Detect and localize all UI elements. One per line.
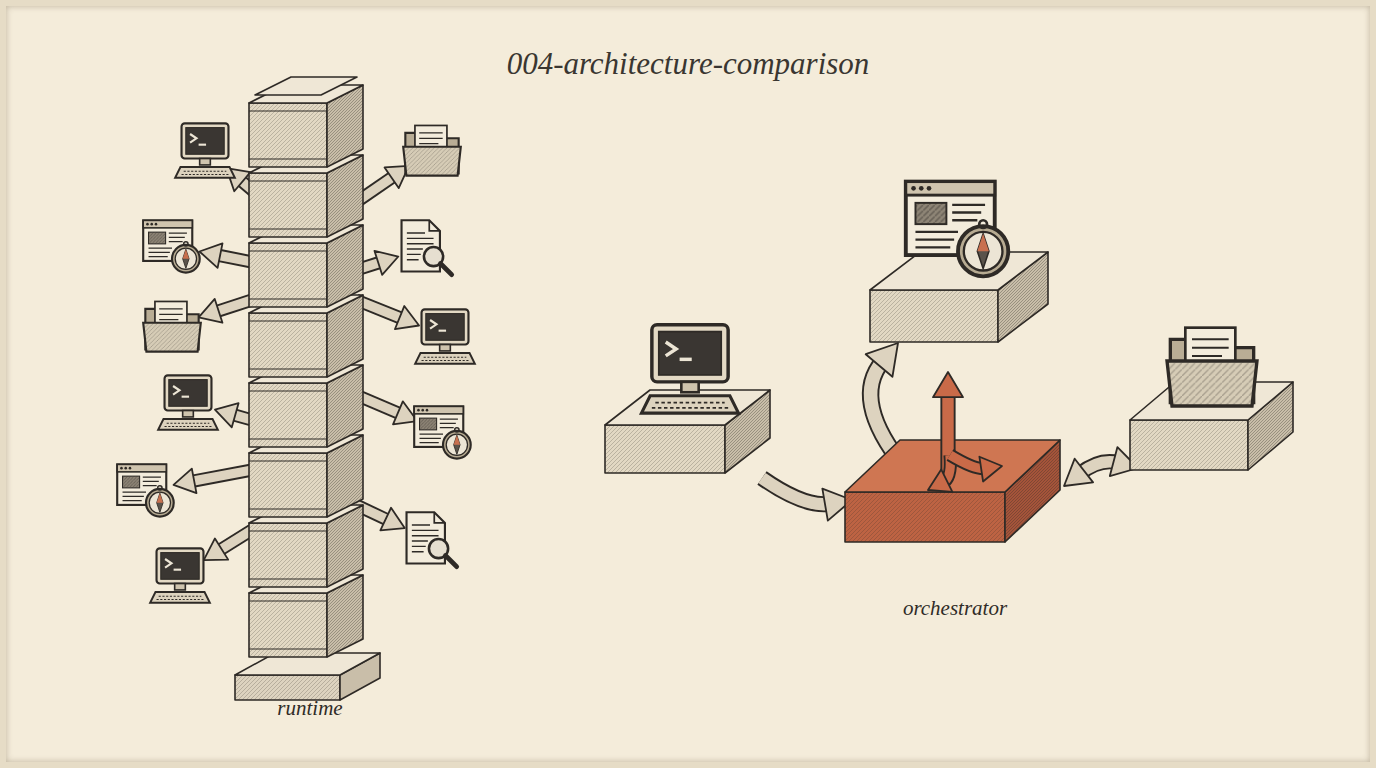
column-shade xyxy=(249,313,327,377)
arrow-shaft xyxy=(762,478,830,504)
column-shade xyxy=(249,523,327,587)
column-shade xyxy=(249,453,327,517)
tool-blocks xyxy=(605,182,1293,521)
terminal-block-front xyxy=(605,425,725,473)
column-segment-front xyxy=(249,453,327,517)
arrow-head xyxy=(1064,459,1093,486)
diagram-title: 004-architecture-comparison xyxy=(0,46,1376,82)
runtime-column-shape xyxy=(235,77,380,700)
column-band xyxy=(249,111,327,159)
arrow-head xyxy=(933,372,963,397)
node-label: runtime xyxy=(195,696,425,720)
column-band xyxy=(249,461,327,509)
column-band xyxy=(249,251,327,299)
arrow-shaft-outline xyxy=(216,255,252,262)
column-shade xyxy=(249,243,327,307)
column-cap xyxy=(255,77,357,95)
runtime-column-outline xyxy=(235,75,385,720)
orchestrator-top xyxy=(845,440,1060,492)
arrow-head xyxy=(380,508,404,531)
arrow-shaft-outline xyxy=(762,478,830,504)
arrow-head xyxy=(375,251,399,275)
arrow-shaft xyxy=(942,392,953,470)
arrow-shaft xyxy=(218,530,252,551)
runtime-column: runtime xyxy=(235,75,385,720)
arrow-head xyxy=(199,243,222,268)
fold-icon xyxy=(403,125,461,175)
folder-block-shade xyxy=(1130,420,1248,470)
brow-icon xyxy=(117,464,174,516)
column-shade xyxy=(249,383,327,447)
browser-block-shade xyxy=(870,290,998,342)
brow-icon xyxy=(143,220,200,272)
column-segment-front xyxy=(249,173,327,237)
runtime-icons xyxy=(117,123,475,602)
illustration-layer xyxy=(117,123,1293,602)
term-icon xyxy=(175,123,235,177)
orchestrator-slab xyxy=(845,440,1060,542)
fold-icon xyxy=(1167,328,1257,406)
brow-icon xyxy=(906,182,1008,277)
column-segment-front xyxy=(249,103,327,167)
arrow-head xyxy=(199,299,223,323)
arrow-shaft-outline xyxy=(190,470,252,482)
term-icon xyxy=(415,309,475,363)
column-segment-front xyxy=(249,243,327,307)
doc-icon xyxy=(407,512,457,566)
arrow-head xyxy=(204,538,228,560)
orchestrator-box: orchestrator xyxy=(840,430,1070,620)
arrow-shaft xyxy=(950,455,985,469)
terminal-block-shade xyxy=(605,425,725,473)
arrow-head xyxy=(174,469,197,494)
column-band xyxy=(249,601,327,649)
runtime-arrows xyxy=(174,166,420,560)
arrow-head xyxy=(928,469,952,491)
orchestrator-box-outline xyxy=(840,430,1070,620)
browser-block-front xyxy=(870,290,998,342)
orchestrator-shade xyxy=(845,492,1005,542)
column-segment-front xyxy=(249,523,327,587)
column-shade xyxy=(249,593,327,657)
column-segment-front xyxy=(249,313,327,377)
column-band xyxy=(249,321,327,369)
arrow-shaft-outline xyxy=(950,455,985,469)
arrow-shaft xyxy=(215,300,252,312)
column-segment-front xyxy=(249,383,327,447)
column-band xyxy=(249,391,327,439)
arrow-shaft-outline xyxy=(218,530,252,551)
folder-block-front xyxy=(1130,420,1248,470)
term-icon xyxy=(158,375,218,429)
term-icon xyxy=(641,325,738,413)
doc-icon xyxy=(402,220,452,274)
term-icon xyxy=(150,548,210,602)
arrow-head xyxy=(979,457,1002,482)
brow-icon xyxy=(414,406,471,458)
orchestrator-front xyxy=(845,492,1005,542)
orchestrator-arrows xyxy=(928,372,1002,492)
arrow-shaft-outline xyxy=(940,392,955,470)
column-shade xyxy=(249,103,327,167)
arrow-head xyxy=(395,306,419,329)
arrow-shaft-outline xyxy=(215,300,252,312)
arrow-shaft-outline xyxy=(943,455,950,482)
arrow-head xyxy=(866,343,898,377)
node-label: orchestrator xyxy=(800,596,1110,620)
arrow-head xyxy=(215,403,239,427)
fold-icon xyxy=(143,301,201,351)
column-band xyxy=(249,181,327,229)
column-shade xyxy=(249,173,327,237)
arrow-shaft xyxy=(943,455,950,482)
column-band xyxy=(249,531,327,579)
arrow-shaft xyxy=(190,470,252,482)
column-segment-front xyxy=(249,593,327,657)
arrow-shaft xyxy=(216,255,252,262)
